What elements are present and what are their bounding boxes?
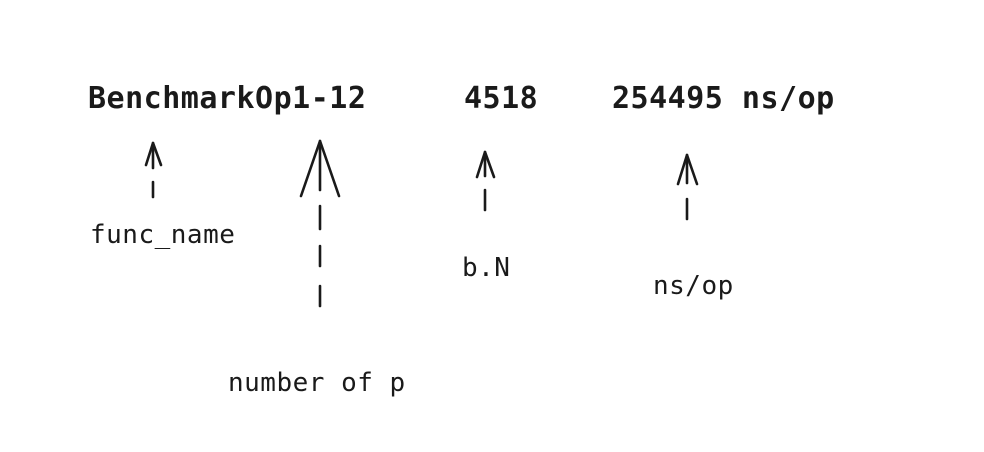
callout-func-name: func_name — [90, 220, 236, 250]
callout-b-n: b.N — [462, 253, 511, 283]
callout-number-of-p: number of p — [228, 368, 406, 398]
arrow-number-of-p — [299, 139, 341, 308]
arrow-b-n — [475, 150, 496, 212]
iterations-text: 4518 — [464, 81, 539, 116]
callout-ns-op: ns/op — [653, 271, 734, 301]
ns-per-op-text: 254495 ns/op — [612, 81, 835, 116]
arrow-func-name — [144, 141, 163, 199]
benchmark-name-text: BenchmarkOp1-12 — [88, 81, 367, 116]
arrow-ns-op — [676, 153, 699, 221]
